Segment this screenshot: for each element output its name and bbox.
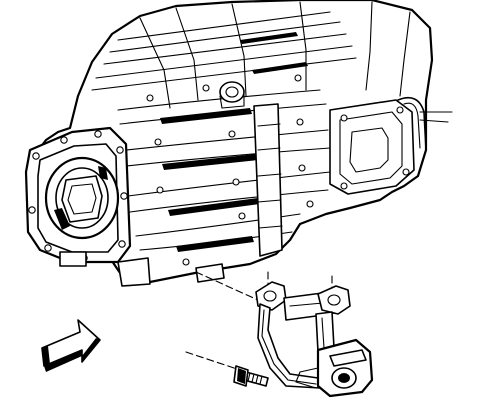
transmission-case <box>24 0 453 287</box>
direction-arrow <box>41 319 101 372</box>
mount-bolt <box>233 365 269 387</box>
mount-isolator <box>295 338 374 398</box>
mount-bracket <box>255 281 351 389</box>
